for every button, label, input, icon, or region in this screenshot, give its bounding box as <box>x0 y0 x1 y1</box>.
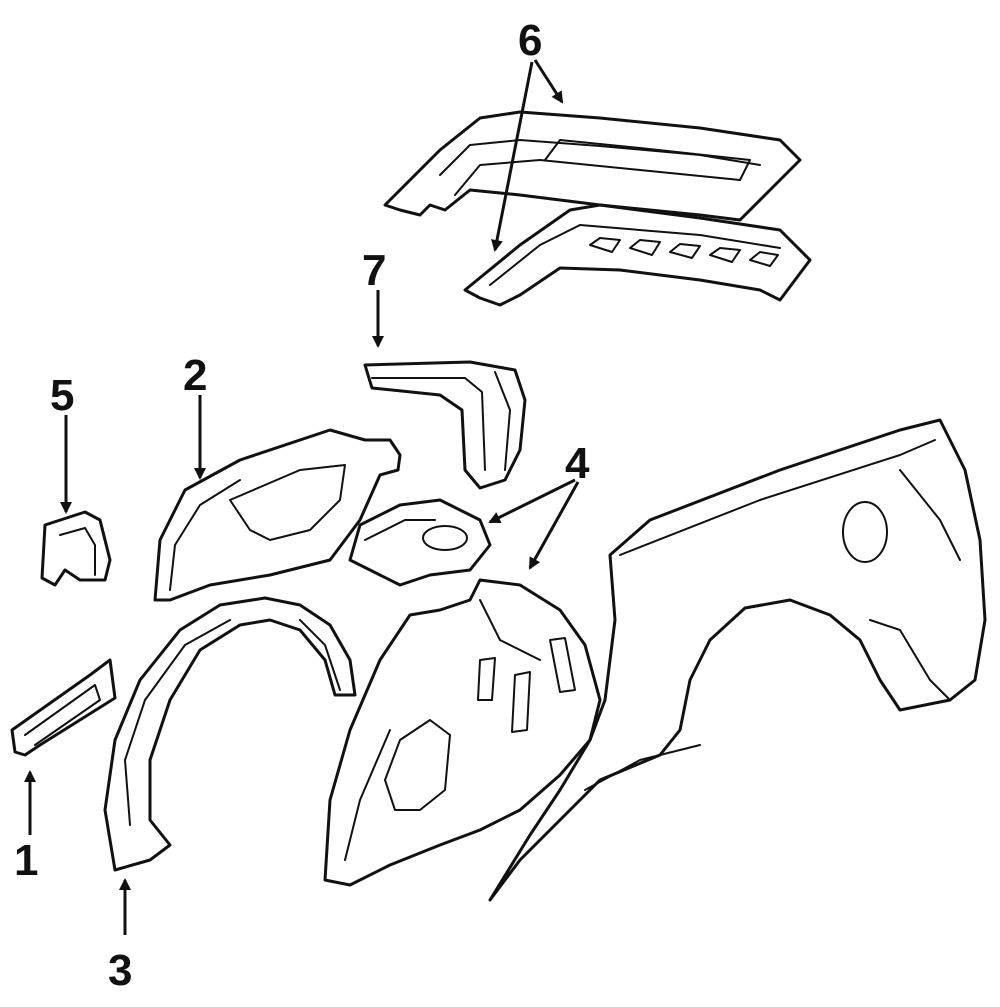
callout-2: 2 <box>183 351 207 400</box>
callout-1: 1 <box>14 836 38 885</box>
arrow-6b <box>491 61 534 252</box>
callout-6: 6 <box>518 16 542 65</box>
wheelhouse-inner-assembly <box>323 578 602 887</box>
roof-rail-lower <box>463 203 812 307</box>
wheelhouse-bracket <box>348 498 492 587</box>
arrow-6a <box>533 59 564 104</box>
callout-arrows <box>24 59 580 935</box>
callout-4: 4 <box>565 439 590 488</box>
callout-5: 5 <box>50 371 74 420</box>
rocker-extension <box>10 658 117 757</box>
quarter-panel <box>488 418 987 902</box>
arrow-4b <box>528 481 580 570</box>
callout-3: 3 <box>108 946 132 995</box>
corner-bracket <box>40 510 112 587</box>
inner-wheelhouse-panel <box>153 428 402 602</box>
roof-rail-upper <box>383 110 802 222</box>
arrow-4a <box>488 478 576 524</box>
outer-wheelhouse <box>103 596 357 872</box>
quarter-window-frame <box>363 360 527 490</box>
callout-7: 7 <box>362 246 386 295</box>
